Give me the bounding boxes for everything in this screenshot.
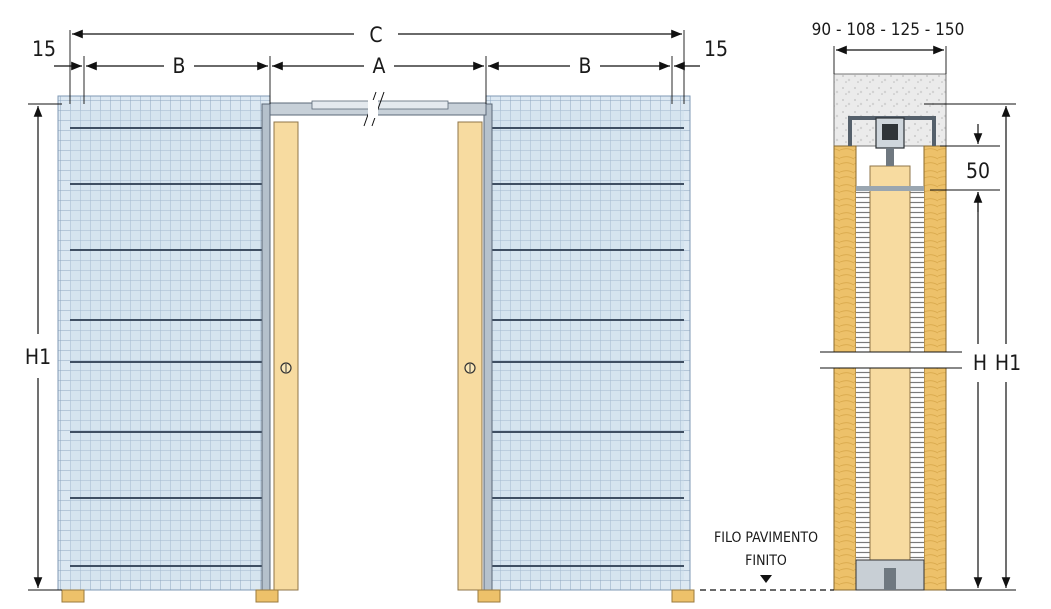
dimension-b-right-label: B: [579, 54, 592, 78]
right-door-leaf: [457, 121, 483, 591]
gap-right-label: 15: [704, 37, 728, 61]
floor-marker-icon: [760, 575, 772, 583]
dimension-a-label: A: [373, 54, 386, 78]
right-cassette-rails: [490, 127, 684, 567]
dimension-h1-right-label: H1: [995, 351, 1021, 375]
left-cassette-rails: [70, 127, 266, 567]
cassette-feet: [61, 589, 695, 603]
dimension-h1-left-label: H1: [25, 345, 51, 369]
right-pocket-cassette: [483, 95, 691, 591]
top-clearance-label: 50: [966, 159, 990, 183]
dimension-h1-left: H1: [25, 103, 62, 591]
left-door-leaf: [273, 121, 299, 591]
dimension-b-a-b: B A B 15 15: [32, 37, 728, 104]
wall-widths-label: 90 - 108 - 125 - 150: [812, 20, 965, 40]
dimension-c-label: C: [369, 23, 382, 47]
dimension-top-clearance: 50: [930, 124, 1000, 212]
finished-floor-callout: FILO PAVIMENTO FINITO: [700, 530, 834, 591]
dimension-b-left-label: B: [173, 54, 186, 78]
left-pocket-cassette: [57, 95, 271, 591]
top-sliding-track: [269, 91, 487, 127]
wall-section: [816, 73, 966, 591]
dimension-h-h1-right: H H1: [924, 103, 1021, 591]
gap-left-label: 15: [32, 37, 56, 61]
floor-label-line-2: FINITO: [745, 553, 787, 569]
dimension-h-label: H: [973, 351, 987, 375]
dimension-wall-widths: 90 - 108 - 125 - 150: [812, 20, 965, 74]
floor-label-line-1: FILO PAVIMENTO: [714, 530, 818, 546]
